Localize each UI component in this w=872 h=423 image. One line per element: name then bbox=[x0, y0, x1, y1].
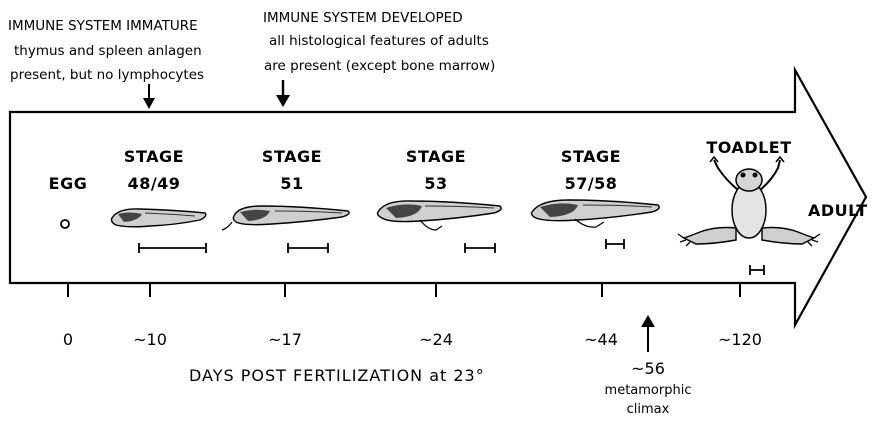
axis-tick-label: 0 bbox=[63, 330, 73, 349]
axis-ticks bbox=[68, 283, 740, 297]
axis-tick-label: ~120 bbox=[718, 330, 762, 349]
stage-57-58-number: 57/58 bbox=[565, 174, 618, 193]
stage-53-title: STAGE bbox=[406, 147, 466, 166]
stage-toadlet-label: TOADLET bbox=[706, 138, 791, 157]
climax-line1: metamorphic bbox=[605, 383, 692, 398]
stage-48-49-number: 48/49 bbox=[128, 174, 181, 193]
up-arrow-icon bbox=[641, 315, 655, 352]
scale-bar bbox=[465, 243, 495, 253]
axis-tick-label: ~24 bbox=[419, 330, 453, 349]
tadpole-icon bbox=[222, 206, 349, 230]
stage-48-49-title: STAGE bbox=[124, 147, 184, 166]
annotation-immature-line2: present, but no lymphocytes bbox=[10, 67, 204, 83]
stage-57-58-title: STAGE bbox=[561, 147, 621, 166]
egg-icon bbox=[61, 220, 69, 228]
tadpole-icon bbox=[532, 200, 660, 227]
annotation-developed: IMMUNE SYSTEM DEVELOPED all histological… bbox=[263, 10, 495, 107]
axis-tick-label: ~44 bbox=[584, 330, 618, 349]
stage-57-58: STAGE 57/58 bbox=[532, 147, 660, 249]
stage-toadlet: TOADLET bbox=[678, 138, 820, 275]
annotation-immature-title: IMMUNE SYSTEM IMMATURE bbox=[8, 18, 198, 34]
climax-value: ~56 bbox=[631, 359, 665, 378]
stage-51: STAGE 51 bbox=[222, 147, 349, 253]
stage-53-number: 53 bbox=[424, 174, 447, 193]
stage-53: STAGE 53 bbox=[378, 147, 502, 253]
down-arrow-icon bbox=[143, 84, 155, 109]
adult-label: ADULT bbox=[808, 201, 868, 220]
axis-tick-labels: 0 ~10 ~17 ~24 ~44 ~120 bbox=[63, 330, 762, 349]
annotation-immature: IMMUNE SYSTEM IMMATURE thymus and spleen… bbox=[8, 18, 204, 109]
annotation-developed-title: IMMUNE SYSTEM DEVELOPED bbox=[263, 10, 463, 26]
stage-egg-label: EGG bbox=[49, 174, 88, 193]
annotation-developed-line2: are present (except bone marrow) bbox=[264, 58, 495, 74]
scale-bar bbox=[606, 239, 624, 249]
tadpole-icon bbox=[112, 209, 206, 227]
stage-egg: EGG bbox=[49, 174, 88, 228]
tadpole-icon bbox=[378, 201, 502, 230]
stage-51-number: 51 bbox=[280, 174, 303, 193]
climax-line2: climax bbox=[627, 402, 670, 417]
down-arrow-icon bbox=[276, 80, 290, 107]
axis-tick-label: ~17 bbox=[268, 330, 302, 349]
scale-bar bbox=[288, 243, 328, 253]
scale-bar bbox=[750, 265, 764, 275]
axis-title: DAYS POST FERTILIZATION at 23° bbox=[189, 366, 485, 385]
annotation-immature-line1: thymus and spleen anlagen bbox=[14, 43, 202, 59]
stage-51-title: STAGE bbox=[262, 147, 322, 166]
axis-tick-label: ~10 bbox=[133, 330, 167, 349]
scale-bar bbox=[139, 243, 206, 253]
stage-48-49: STAGE 48/49 bbox=[112, 147, 207, 253]
toadlet-icon bbox=[678, 157, 820, 246]
annotation-developed-line1: all histological features of adults bbox=[269, 33, 489, 49]
